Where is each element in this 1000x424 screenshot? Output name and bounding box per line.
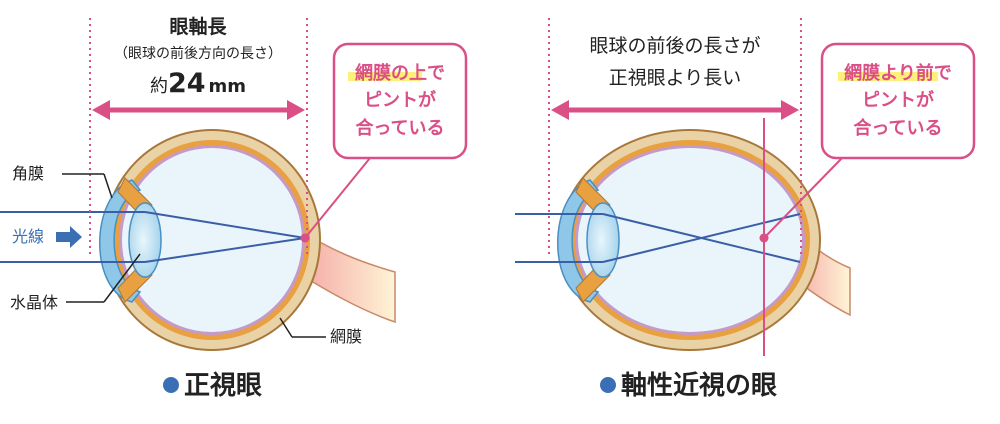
axial-length-guides-myopic xyxy=(548,18,802,258)
light-arrow-icon xyxy=(56,226,82,248)
vitreous-body xyxy=(122,148,302,332)
myopic-length-line2: 正視眼より長い xyxy=(609,67,742,89)
light-rays-myopic xyxy=(515,213,801,263)
caption-dot-left xyxy=(163,377,179,393)
axial-length-subtitle: （眼球の前後方向の長さ） xyxy=(114,45,282,62)
caption-normal-eye: 正視眼 xyxy=(184,371,262,401)
callout-line2-left: ピントが xyxy=(364,89,436,111)
callout-line3-left: 合っている xyxy=(355,117,444,139)
highlight-right xyxy=(838,72,938,81)
axial-length-title: 眼軸長 xyxy=(169,15,227,38)
callout-line1-right: 網膜より前で xyxy=(844,62,952,84)
callout-line3-right: 合っている xyxy=(853,117,942,139)
label-retina: 網膜 xyxy=(330,327,362,346)
light-rays-normal xyxy=(0,211,306,263)
callout-leader-left xyxy=(304,157,371,239)
caption-myopic-eye: 軸性近視の眼 xyxy=(621,370,777,401)
length-number: 24 xyxy=(168,68,206,99)
label-cornea: 角膜 xyxy=(12,164,44,183)
axial-length-guides xyxy=(89,18,308,258)
caption-dot-right xyxy=(600,377,616,393)
axial-length-arrow xyxy=(92,100,305,120)
ray-upper-focus xyxy=(144,211,306,239)
axial-length-arrow-myopic xyxy=(551,100,799,120)
label-lens: 水晶体 xyxy=(10,293,58,312)
normal-eye xyxy=(99,129,396,351)
highlight-left xyxy=(348,72,422,81)
lens-myopic xyxy=(586,202,620,278)
length-prefix: 約 xyxy=(150,76,168,97)
callout-line2-right: ピントが xyxy=(862,89,934,111)
cornea xyxy=(99,179,142,303)
label-light-ray: 光線 xyxy=(12,227,44,246)
myopic-eye xyxy=(557,129,851,351)
length-unit: mm xyxy=(209,76,247,97)
ray-lower-focus xyxy=(144,237,306,263)
callout-leader-right xyxy=(763,157,843,239)
callout-line1-left: 網膜の上で xyxy=(355,62,445,84)
myopic-length-line1: 眼球の前後の長さが xyxy=(589,35,760,57)
